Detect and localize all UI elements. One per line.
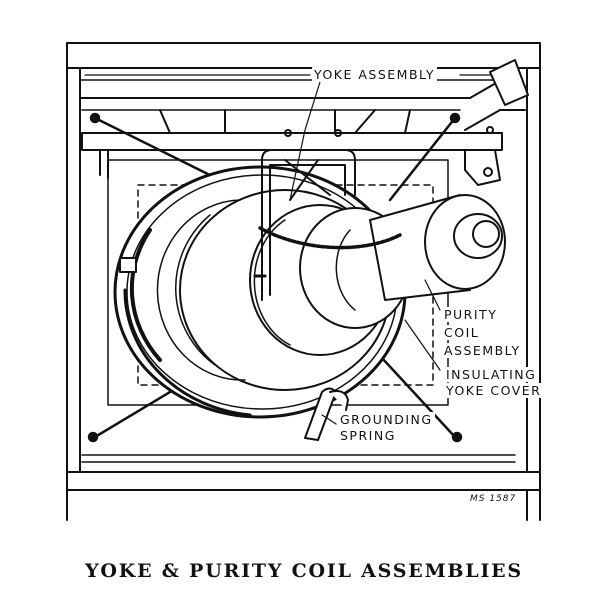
label-purity-coil-2: COIL [442, 325, 482, 340]
label-insulating-2: YOKE COVER [444, 383, 544, 398]
label-purity-coil-3: ASSEMBLY [442, 343, 523, 358]
label-purity-coil-1: PURITY [442, 307, 500, 322]
yoke-clamp [253, 149, 356, 301]
label-grounding-2: SPRING [338, 428, 398, 443]
cabinet-frame [66, 42, 541, 521]
label-yoke-assembly: YOKE ASSEMBLY [312, 67, 437, 82]
drawing-number: MS 1587 [470, 494, 517, 504]
leader-lines [84, 74, 491, 425]
neck-tube [369, 194, 506, 301]
label-grounding-1: GROUNDING [338, 412, 435, 427]
yoke-wire [258, 226, 402, 250]
grounding-spring [304, 387, 349, 441]
figure-caption: YOKE & PURITY COIL ASSEMBLIES [85, 560, 523, 582]
label-insulating-1: INSULATING [444, 367, 539, 382]
